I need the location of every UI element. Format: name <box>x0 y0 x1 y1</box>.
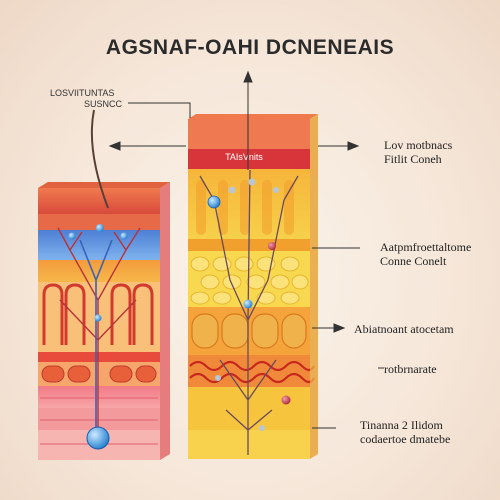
hair-label-line1: LOSVIITUNTAS <box>50 88 115 98</box>
label-dermis-line2: Conne Conelt <box>380 254 447 268</box>
label-epidermis-line2: Fitlit Coneh <box>384 152 442 166</box>
label-dermis-line1: Aatpmfroettaltome <box>380 240 472 254</box>
label-adipose: Abiatnoant atocetam <box>354 322 454 336</box>
label-vessels-line1: rotbrnarate <box>384 362 437 376</box>
label-epidermis: Lov motbnacs Fitlit Coneh <box>384 138 452 166</box>
epidermis-band-label: TAIsVnits <box>225 152 263 162</box>
label-subcutis-line2: codaertoe dmatebe <box>360 432 451 446</box>
hair-label-line2: SUSNCC <box>84 99 123 109</box>
label-subcutis: Tinanna 2 Ilidom codaertoe dmatebe <box>360 418 450 446</box>
left-skin-block <box>38 109 170 460</box>
right-skin-block <box>188 114 318 459</box>
label-subcutis-line1: Tinanna 2 Ilidom <box>360 418 443 432</box>
label-adipose-line1: Abiatnoant atocetam <box>354 322 454 336</box>
leader-lines <box>108 70 384 429</box>
label-vessels: rotbrnarate <box>384 362 437 376</box>
diagram-title: AGSNAF-OAHI DCNENEAIS <box>105 36 395 59</box>
label-epidermis-line1: Lov motbnacs <box>384 138 453 152</box>
label-dermis: Aatpmfroettaltome Conne Conelt <box>380 240 471 268</box>
